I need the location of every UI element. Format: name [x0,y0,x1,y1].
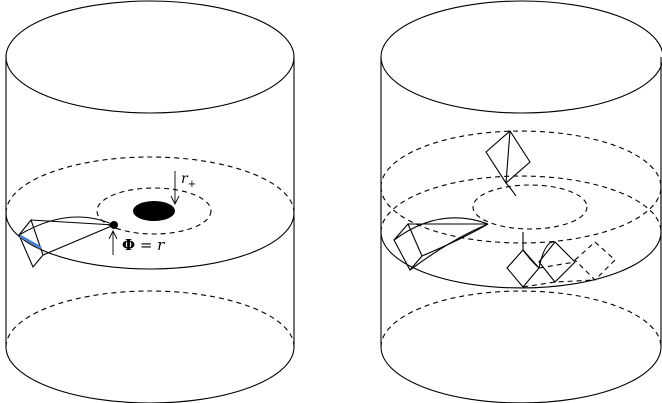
right-upper-slice-back [380,130,662,188]
right-bottom-front-arc [380,346,662,403]
phi-label: Φ = r [122,236,165,254]
left-top-ellipse [5,0,295,114]
right-inner-dashed-ellipse [472,184,588,230]
right-cylinder [380,0,662,403]
right-bottom-back-arc [380,290,662,348]
left-bottom-front-arc [5,346,295,403]
highlight-segment [19,234,42,250]
horizon-label-sub: + [188,179,196,190]
black-hole [133,201,175,221]
right-top-diamond [485,130,531,197]
right-lower-slice-front [380,231,662,289]
horizon-arrow [170,171,180,206]
phi-label-symbol: Φ [122,236,135,254]
left-inner-dashed-ellipse [96,187,212,235]
horizon-label: r+ [181,171,196,190]
right-lower-slice-back [380,175,662,233]
left-cone [18,216,115,269]
right-top-ellipse [380,0,662,114]
horizon-label-main: r [181,171,189,187]
left-bottom-back-arc [5,290,295,348]
right-upper-slice-front [380,186,662,244]
phi-arrow [108,229,118,255]
right-cone [393,217,489,271]
phi-label-rest: = r [135,236,165,254]
left-slice-back-arc [5,156,295,214]
left-cylinder: r+ Φ = r [5,0,295,403]
right-bottom-diamonds [506,232,616,288]
